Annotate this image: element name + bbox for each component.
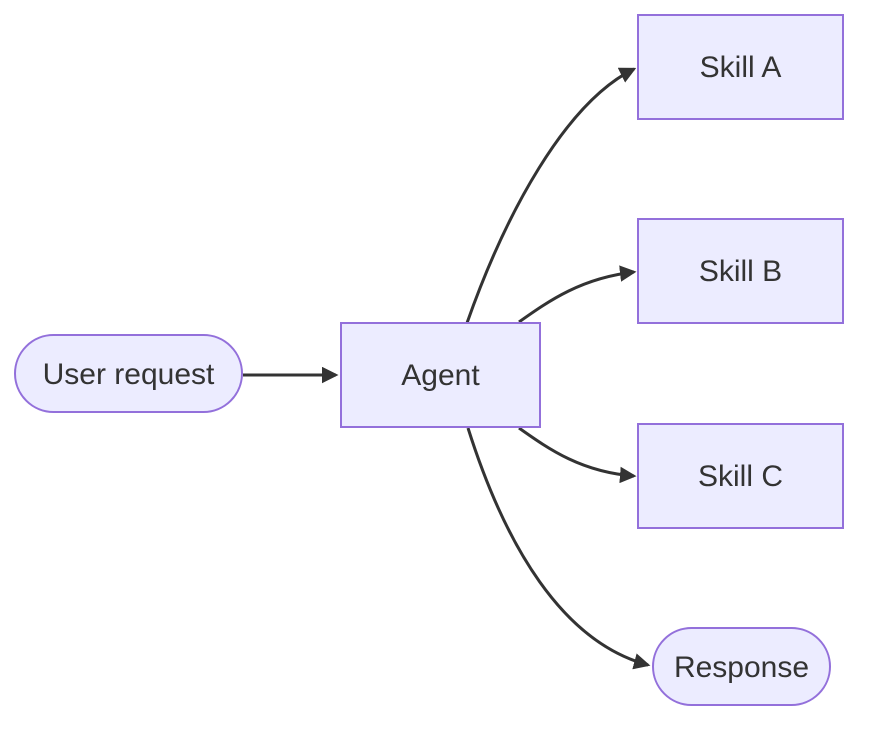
node-user-request-label: User request: [43, 358, 215, 391]
node-skill-c: Skill C: [637, 423, 844, 529]
node-skill-b-label: Skill B: [699, 255, 782, 288]
node-skill-a: Skill A: [637, 14, 844, 120]
node-user-request: User request: [14, 334, 243, 413]
node-skill-b-shape: [637, 218, 844, 324]
edge-agent-to-skill-b: [518, 265, 637, 324]
node-skill-a-label: Skill A: [700, 51, 782, 84]
edge-agent-to-skill-a: [465, 67, 637, 324]
node-skill-c-label: Skill C: [698, 460, 783, 493]
node-response: Response: [652, 627, 831, 706]
edge-agent-to-skill-c: [518, 426, 637, 484]
node-response-label: Response: [674, 651, 809, 684]
node-skill-a-shape: [637, 14, 844, 120]
node-user-request-shape: [14, 334, 243, 413]
node-agent: Agent: [340, 322, 541, 428]
edge-agent-to-response: [466, 427, 651, 670]
node-agent-shape: [340, 322, 541, 428]
node-response-shape: [652, 627, 831, 706]
node-skill-b: Skill B: [637, 218, 844, 324]
node-agent-label: Agent: [401, 359, 480, 392]
edges-layer: [243, 67, 651, 670]
node-skill-c-shape: [637, 423, 844, 529]
